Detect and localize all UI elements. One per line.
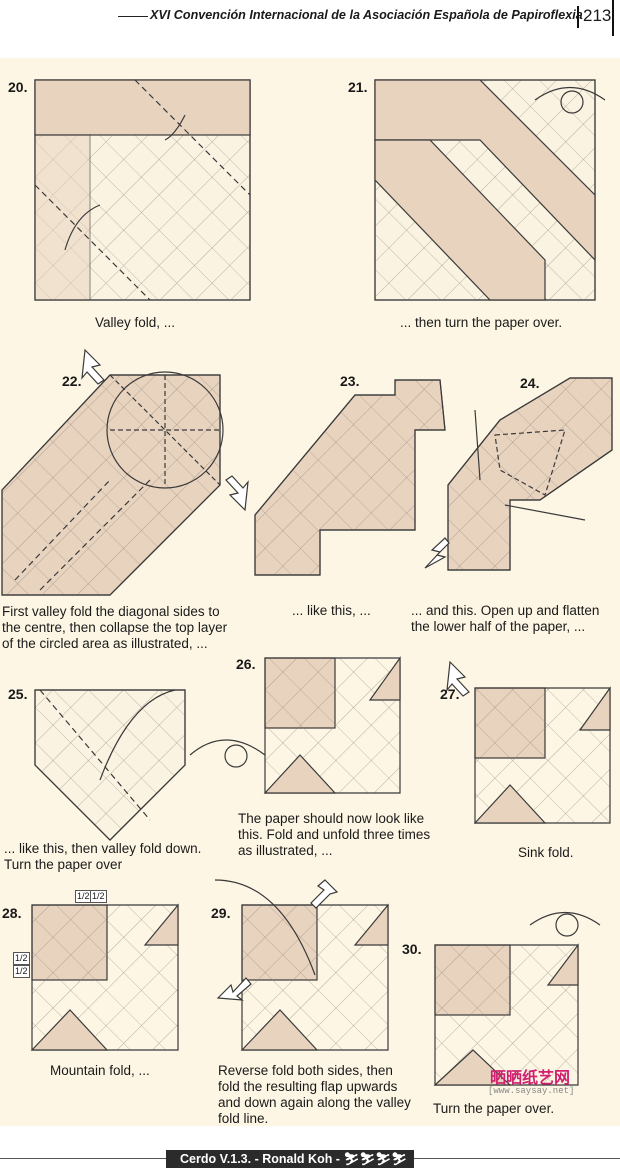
step-20-diagram xyxy=(35,80,250,300)
step-21-diagram xyxy=(375,80,605,300)
step-number: 28. xyxy=(2,905,21,921)
step-number: 30. xyxy=(402,941,421,957)
step-number: 26. xyxy=(236,656,255,672)
step-30-diagram xyxy=(435,913,600,1086)
step-24-diagram xyxy=(425,378,612,570)
half-label: 1/2 xyxy=(13,952,30,965)
step-caption: ... and this. Open up and flatten the lo… xyxy=(411,603,620,635)
step-caption: ... like this, ... xyxy=(292,603,402,619)
watermark-logo: 晒晒纸艺网 xyxy=(490,1064,570,1088)
step-caption: Reverse fold both sides, then fold the r… xyxy=(218,1063,418,1127)
watermark-url: [www.saysay.net] xyxy=(488,1086,574,1096)
step-caption: The paper should now look like this. Fol… xyxy=(238,811,438,859)
step-caption: ... like this, then valley fold down. Tu… xyxy=(4,841,204,873)
step-28-diagram xyxy=(32,905,178,1050)
step-29-diagram xyxy=(215,880,388,1050)
step-caption: First valley fold the diagonal sides to … xyxy=(2,604,232,652)
step-number: 29. xyxy=(211,905,230,921)
step-27-diagram xyxy=(447,662,610,823)
step-caption: Turn the paper over. xyxy=(433,1101,583,1117)
step-number: 21. xyxy=(348,79,367,95)
footer-credit: Cerdo V.1.3. - Ronald Koh - ⛷⛷⛷⛷ xyxy=(166,1150,414,1168)
step-22-diagram xyxy=(2,350,248,595)
difficulty-rating: ⛷⛷⛷⛷ xyxy=(343,1152,406,1166)
step-number: 23. xyxy=(340,373,359,389)
step-25-diagram xyxy=(35,690,185,840)
step-number: 25. xyxy=(8,686,27,702)
footer-credit-text: Cerdo V.1.3. - Ronald Koh - xyxy=(180,1152,340,1166)
step-number: 22. xyxy=(62,373,81,389)
step-caption: Mountain fold, ... xyxy=(50,1063,170,1079)
step-number: 24. xyxy=(520,375,539,391)
step-26-diagram xyxy=(190,658,400,793)
step-number: 20. xyxy=(8,79,27,95)
step-23-diagram xyxy=(255,380,445,575)
step-number: 27. xyxy=(440,686,459,702)
step-caption: Sink fold. xyxy=(518,845,598,861)
half-label: 1/2 xyxy=(90,890,107,903)
half-label: 1/2 xyxy=(13,965,30,978)
step-caption: ... then turn the paper over. xyxy=(400,315,600,331)
step-caption: Valley fold, ... xyxy=(95,315,245,331)
